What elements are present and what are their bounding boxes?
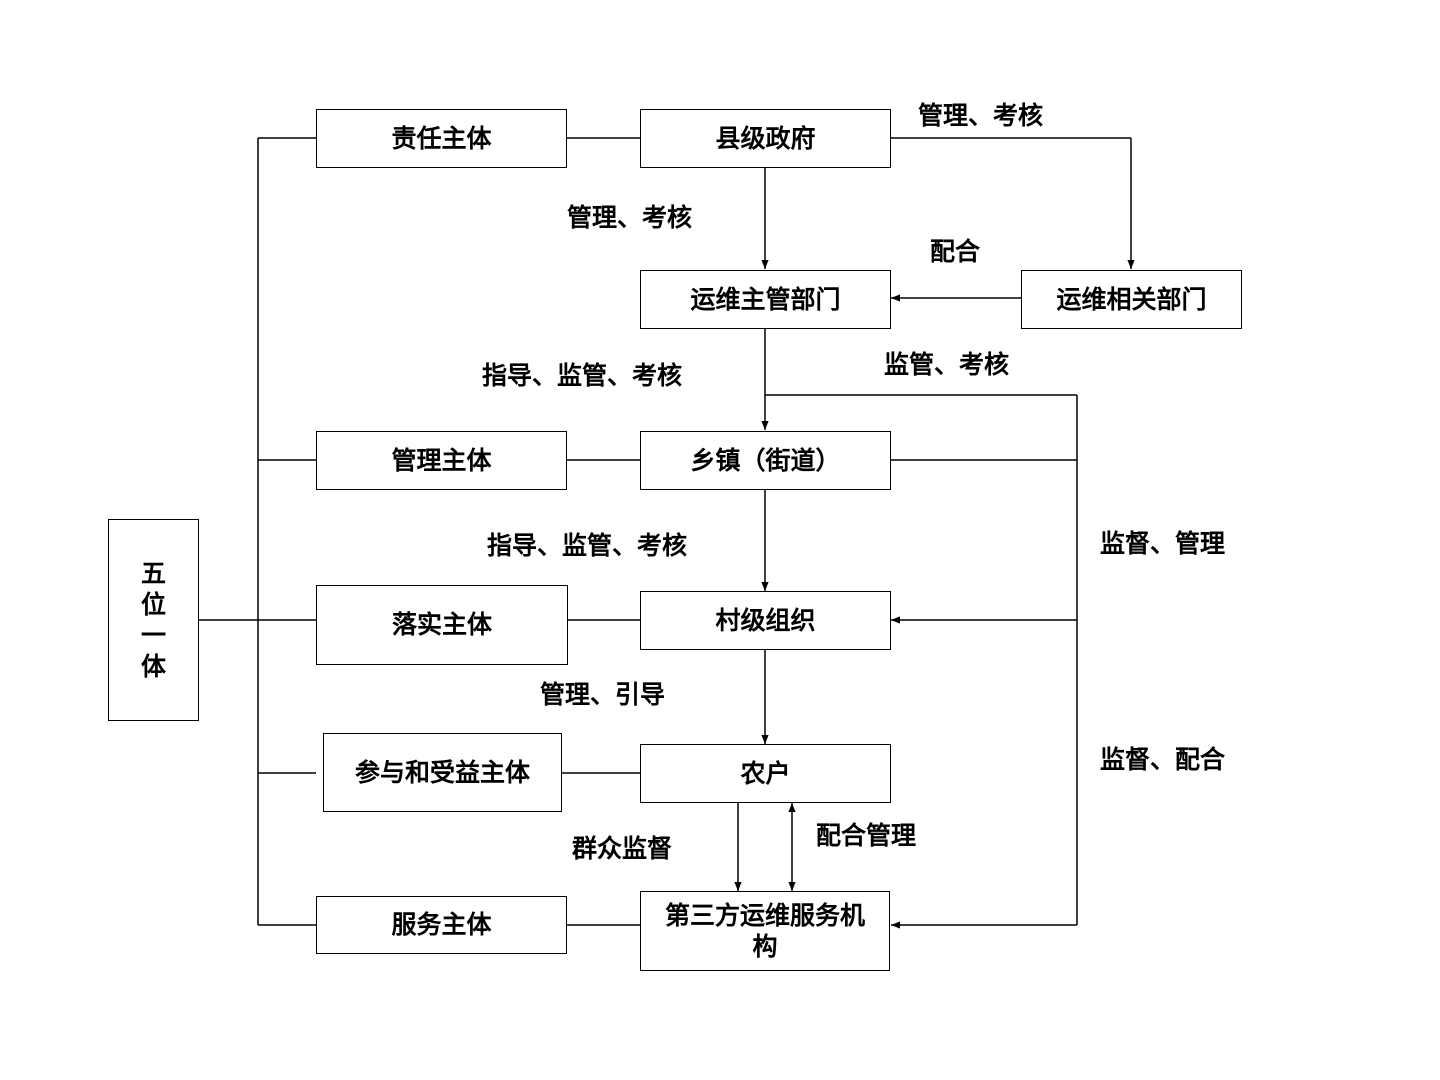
label-farmer-to-third: 群众监督 <box>572 834 673 863</box>
om-main-department-box: 运维主管部门 <box>640 270 891 329</box>
label-right-supervise-cooperate: 监督、配合 <box>1100 745 1226 774</box>
label-gov-to-related: 管理、考核 <box>918 101 1044 130</box>
five-in-one-box: 五 位 一 体 <box>108 519 199 721</box>
five-in-one-char-1: 五 <box>140 558 166 588</box>
label-related-to-main: 配合 <box>930 237 981 266</box>
five-in-one-char-2: 位 <box>140 589 166 619</box>
label-main-branch-right: 监管、考核 <box>884 350 1010 379</box>
farmer-box: 农户 <box>640 744 891 803</box>
service-subject-box: 服务主体 <box>316 896 567 954</box>
label-third-to-farmer: 配合管理 <box>816 821 917 850</box>
five-in-one-char-3: 一 <box>140 621 166 650</box>
label-right-supervise-manage: 监督、管理 <box>1100 529 1226 558</box>
implementation-subject-box: 落实主体 <box>316 585 568 665</box>
participation-beneficiary-subject-box: 参与和受益主体 <box>323 733 562 812</box>
label-main-to-township: 指导、监管、考核 <box>482 361 683 390</box>
village-organization-box: 村级组织 <box>640 591 891 650</box>
township-box: 乡镇（街道） <box>640 431 891 490</box>
label-village-to-farmer: 管理、引导 <box>540 680 666 709</box>
management-subject-box: 管理主体 <box>316 431 567 490</box>
responsibility-subject-box: 责任主体 <box>316 109 567 168</box>
county-government-box: 县级政府 <box>640 109 891 168</box>
five-in-one-char-4: 体 <box>140 652 166 682</box>
om-related-department-box: 运维相关部门 <box>1021 270 1242 329</box>
label-township-to-village: 指导、监管、考核 <box>487 531 688 560</box>
label-gov-to-main: 管理、考核 <box>567 203 693 232</box>
third-party-service-box: 第三方运维服务机构 <box>640 891 890 971</box>
